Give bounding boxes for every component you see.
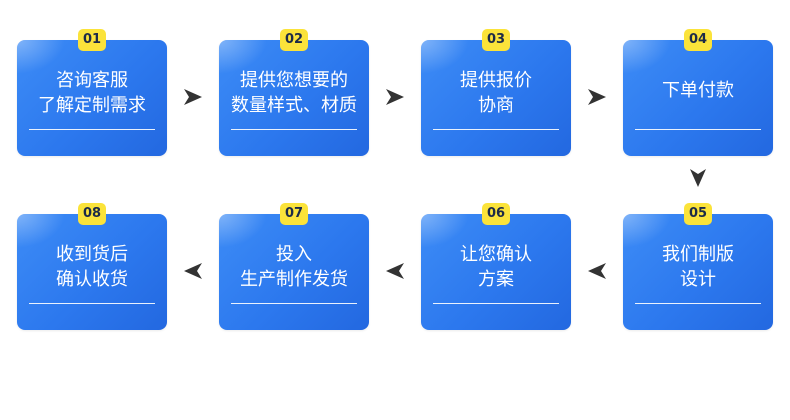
step-label: 我们制版 设计: [623, 242, 773, 292]
arrow-left-icon: [384, 260, 406, 282]
step-label: 提供您想要的 数量样式、材质: [219, 68, 369, 118]
step-divider: [231, 303, 357, 304]
step-label-line-1: 下单付款: [662, 80, 734, 101]
arrow-right-icon: [586, 86, 608, 108]
step-divider: [433, 303, 559, 304]
step-label-line-2: 方案: [478, 269, 514, 290]
step-divider: [635, 129, 761, 130]
step-04: 04 下单付款: [623, 29, 773, 156]
step-label: 收到货后 确认收货: [17, 242, 167, 292]
step-number-badge: 05: [684, 203, 712, 225]
step-label-line-2: 了解定制需求: [38, 95, 146, 116]
step-label-line-1: 咨询客服: [56, 70, 128, 91]
step-label-line-2: 数量样式、材质: [231, 95, 357, 116]
step-divider: [29, 129, 155, 130]
step-label-line-1: 投入: [276, 244, 312, 265]
step-label-line-1: 提供报价: [460, 70, 532, 91]
step-divider: [231, 129, 357, 130]
step-01: 01 咨询客服 了解定制需求: [17, 29, 167, 156]
arrow-right-icon: [384, 86, 406, 108]
step-06: 06 让您确认 方案: [421, 203, 571, 330]
step-label-line-2: 协商: [478, 95, 514, 116]
step-number-badge: 07: [280, 203, 308, 225]
step-label-line-2: 确认收货: [56, 269, 128, 290]
step-number-badge: 02: [280, 29, 308, 51]
step-label: 下单付款: [623, 78, 773, 103]
step-number-badge: 06: [482, 203, 510, 225]
step-label-line-2: 生产制作发货: [240, 269, 348, 290]
step-label-line-2: 设计: [680, 269, 716, 290]
step-label-line-1: 让您确认: [460, 244, 532, 265]
step-label: 提供报价 协商: [421, 68, 571, 118]
step-label-line-1: 我们制版: [662, 244, 734, 265]
step-divider: [433, 129, 559, 130]
step-number-badge: 04: [684, 29, 712, 51]
step-number-badge: 01: [78, 29, 106, 51]
step-number-badge: 08: [78, 203, 106, 225]
step-label: 投入 生产制作发货: [219, 242, 369, 292]
arrow-down-icon: [687, 167, 709, 189]
step-label-line-1: 收到货后: [56, 244, 128, 265]
step-05: 05 我们制版 设计: [623, 203, 773, 330]
step-divider: [29, 303, 155, 304]
step-divider: [635, 303, 761, 304]
step-02: 02 提供您想要的 数量样式、材质: [219, 29, 369, 156]
step-07: 07 投入 生产制作发货: [219, 203, 369, 330]
arrow-left-icon: [182, 260, 204, 282]
step-08: 08 收到货后 确认收货: [17, 203, 167, 330]
step-label-line-1: 提供您想要的: [240, 70, 348, 91]
arrow-left-icon: [586, 260, 608, 282]
step-label: 咨询客服 了解定制需求: [17, 68, 167, 118]
arrow-right-icon: [182, 86, 204, 108]
step-label: 让您确认 方案: [421, 242, 571, 292]
step-03: 03 提供报价 协商: [421, 29, 571, 156]
step-number-badge: 03: [482, 29, 510, 51]
